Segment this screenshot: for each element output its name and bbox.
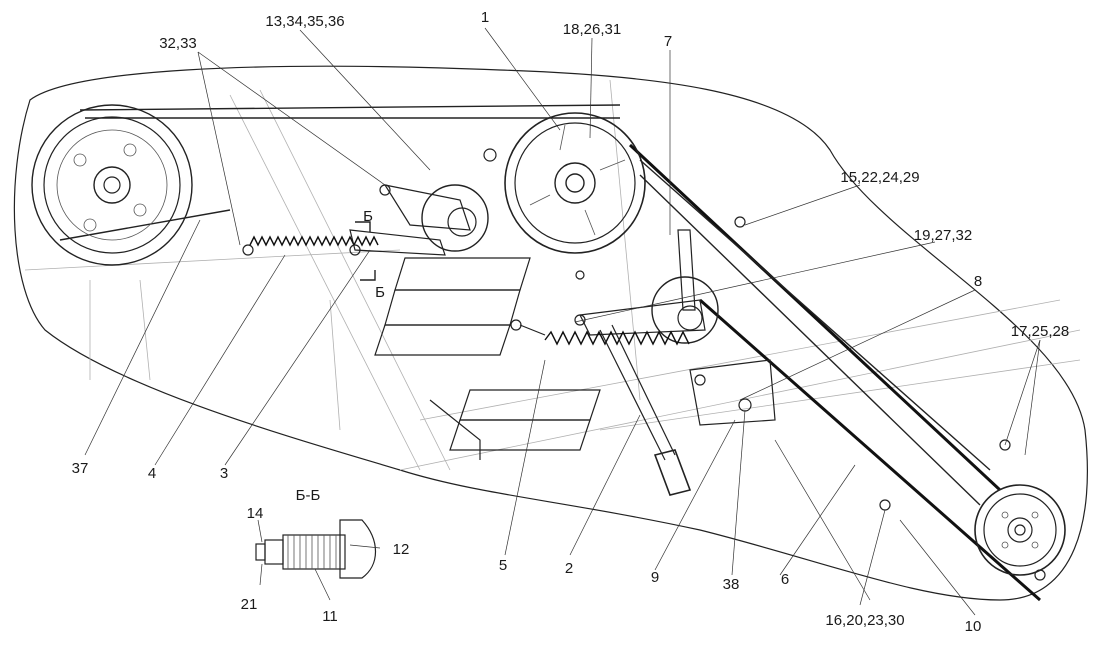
section-mark-lower: Б <box>375 284 385 301</box>
callout-16-20-23-30: 16,20,23,30 <box>825 612 904 629</box>
pulley-1 <box>504 112 646 254</box>
long-belt-6 <box>628 143 1041 602</box>
pulley-tensioner <box>421 184 489 252</box>
callout-6: 6 <box>781 571 789 588</box>
callout-32-33: 32,33 <box>159 35 197 52</box>
lever-handle <box>599 324 692 496</box>
callout-3: 3 <box>220 465 228 482</box>
spring-upper <box>242 184 391 256</box>
callout-9: 9 <box>651 569 659 586</box>
callout-21: 21 <box>241 596 258 613</box>
fasteners <box>349 148 1046 581</box>
callout-14: 14 <box>247 505 264 522</box>
callout-4: 4 <box>148 465 156 482</box>
pulley-37 <box>31 104 193 266</box>
callout-19-27-32: 19,27,32 <box>914 227 972 244</box>
callout-10: 10 <box>965 618 982 635</box>
callout-2: 2 <box>565 560 573 577</box>
spring-lower <box>510 319 690 346</box>
leader-lines <box>84 27 1041 616</box>
callout-5: 5 <box>499 557 507 574</box>
section-marks <box>355 221 376 281</box>
callout-7: 7 <box>664 33 672 50</box>
callout-17-25-28: 17,25,28 <box>1011 323 1069 340</box>
callout-12: 12 <box>393 541 410 558</box>
section-view-title: Б-Б <box>296 487 321 504</box>
callout-13-34-35-36: 13,34,35,36 <box>265 13 344 30</box>
pulley-10 <box>974 484 1066 576</box>
housing-contour <box>13 65 1088 601</box>
bracket-plates <box>374 257 776 460</box>
section-view-bb <box>255 519 376 579</box>
callout-38: 38 <box>723 576 740 593</box>
callout-11: 11 <box>322 608 338 625</box>
section-mark-upper: Б <box>363 208 373 225</box>
frame-lines <box>24 79 1081 471</box>
pulley-7 <box>579 229 719 344</box>
callout-18-26-31: 18,26,31 <box>563 21 621 38</box>
callout-15-22-24-29: 15,22,24,29 <box>840 169 919 186</box>
callout-1: 1 <box>481 9 489 26</box>
callout-37: 37 <box>72 460 89 477</box>
callout-8: 8 <box>974 273 982 290</box>
